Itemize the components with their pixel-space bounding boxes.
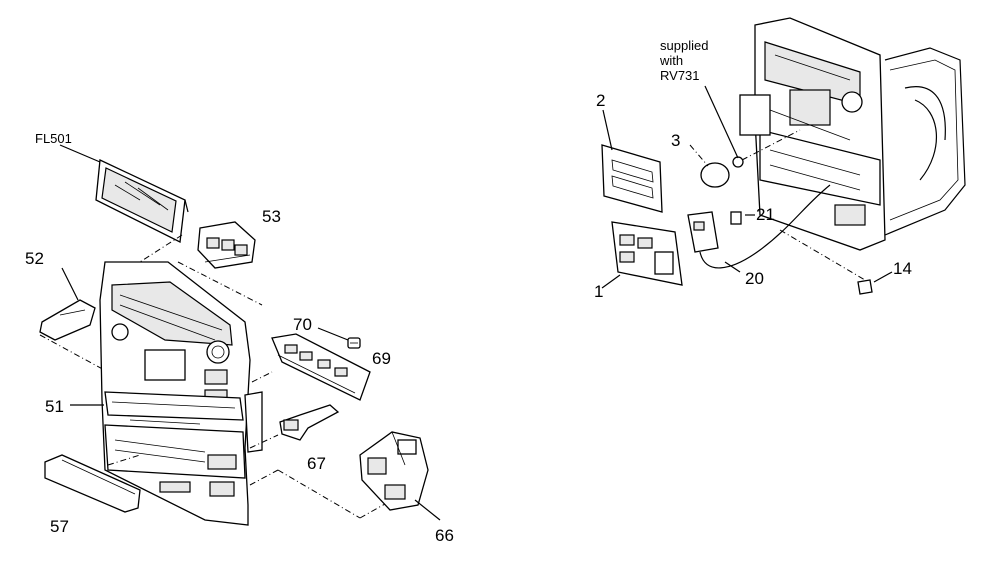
label-69: 69 [372,349,391,368]
label-2: 2 [596,91,606,110]
part-20 [687,184,831,269]
label-70: 70 [293,315,312,334]
label-fl501: FL501 [35,131,72,146]
leader-14-dash [779,229,866,281]
part-2 [601,144,663,213]
part-70 [347,337,361,349]
leader-66a [249,469,279,486]
label-14: 14 [893,259,912,278]
label-67: 67 [307,454,326,473]
label-20: 20 [745,269,764,288]
part-14 [857,279,873,295]
note-line-2: with [660,53,684,68]
leader-fl501 [59,144,101,163]
leader-66 [414,499,441,521]
part-21 [730,211,742,225]
leader-67 [249,434,279,449]
label-66: 66 [435,526,454,545]
leader-2 [602,109,613,151]
leader-66b [277,469,361,519]
part-fl501 [95,159,189,243]
note-line-1: supplied [660,38,709,53]
leader-3-chassis [741,129,801,161]
leader-52 [61,267,79,301]
leader-70 [317,327,349,341]
label-52: 52 [25,249,44,268]
part-57 [44,454,141,513]
leader-57 [107,454,141,466]
part-66 [359,431,429,511]
part-53 [197,221,256,269]
leader-52-frame [39,334,109,373]
part-67 [279,404,340,441]
leader-3 [689,144,709,167]
label-21: 21 [756,205,775,224]
part-3 [700,156,744,188]
leader-14 [873,271,893,283]
part-51-front-panel [99,261,263,526]
label-3: 3 [671,131,681,150]
label-57: 57 [50,517,69,536]
note-supplied-with-rv731: supplied with RV731 [660,38,708,83]
part-69 [271,333,371,401]
leader-rv731 [704,85,739,159]
leader-20 [724,261,741,273]
part-52 [39,299,96,341]
part-1 [611,221,683,286]
label-53: 53 [262,207,281,226]
note-line-3: RV731 [660,68,700,83]
label-51: 51 [45,397,64,416]
leader-53 [177,261,263,306]
leader-69 [251,371,273,383]
leader-1 [601,274,621,289]
label-1: 1 [594,282,604,301]
chassis [739,17,966,251]
